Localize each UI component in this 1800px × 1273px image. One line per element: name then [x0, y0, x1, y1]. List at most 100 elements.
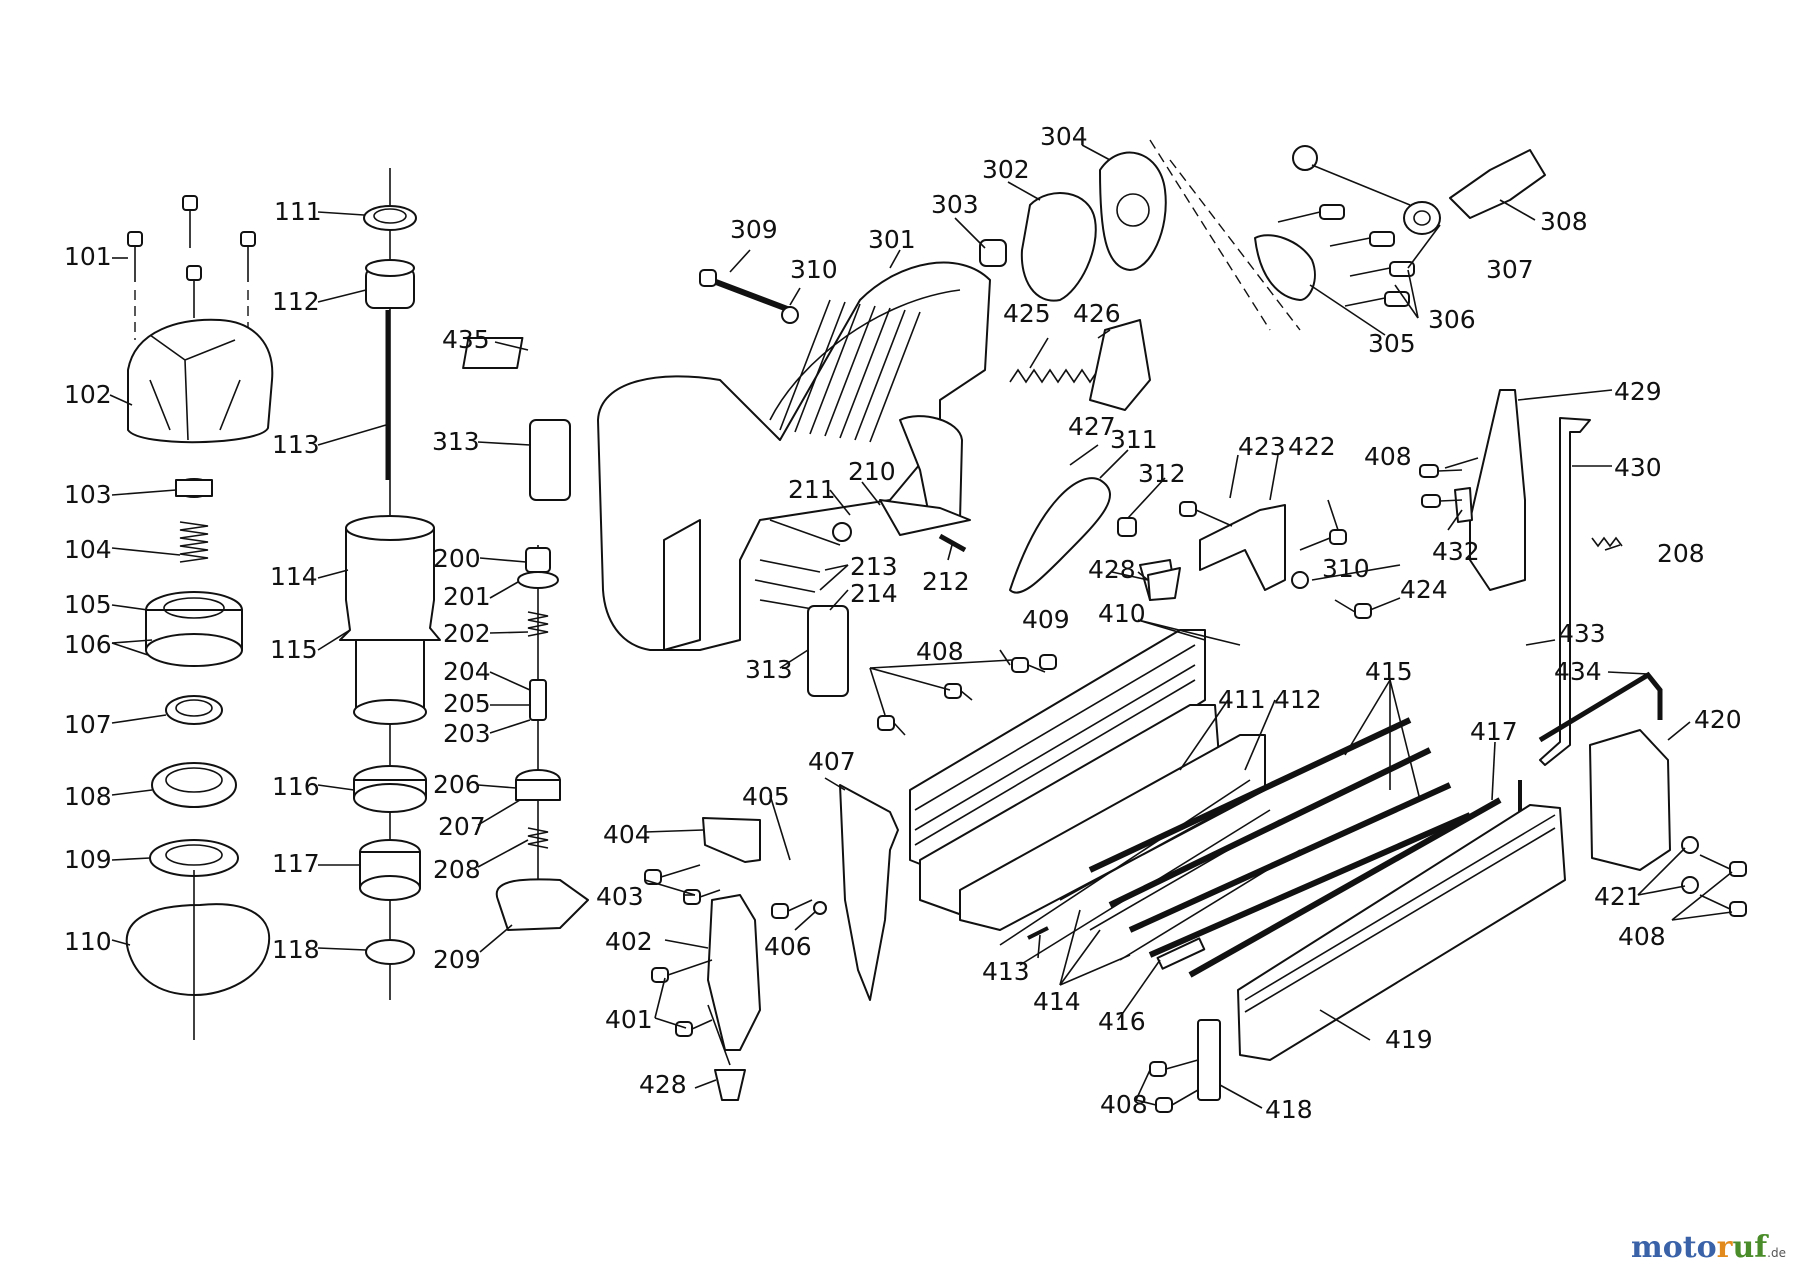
part-label-311: 311: [1110, 425, 1158, 454]
rear-fittings: [1149, 139, 1546, 331]
part-label-303: 303: [931, 190, 979, 219]
brand-watermark: motoruf.de: [1631, 1230, 1786, 1265]
part-label-113: 113: [272, 430, 320, 459]
part-label-423: 423: [1238, 432, 1286, 461]
part-label-108: 108: [64, 782, 112, 811]
part-label-410: 410: [1098, 599, 1146, 628]
part-label-101: 101: [64, 242, 112, 271]
magazine-rails: [877, 629, 1566, 1113]
adjust-lever: [1009, 477, 1111, 594]
part-label-112: 112: [272, 287, 320, 316]
part-label-401: 401: [605, 1005, 653, 1034]
part-label-103: 103: [64, 480, 112, 509]
part-label-107: 107: [64, 710, 112, 739]
part-label-118: 118: [272, 935, 320, 964]
part-label-426: 426: [1073, 299, 1121, 328]
part-label-204: 204: [443, 657, 491, 686]
part-label-308: 308: [1540, 207, 1588, 236]
part-label-430: 430: [1614, 453, 1662, 482]
part-label-421: 421: [1594, 882, 1642, 911]
part-label-405: 405: [742, 782, 790, 811]
part-label-412: 412: [1274, 685, 1322, 714]
part-label-402: 402: [605, 927, 653, 956]
part-label-424: 424: [1400, 575, 1448, 604]
part-label-106: 106: [64, 630, 112, 659]
part-label-310: 310: [790, 255, 838, 284]
part-label-418: 418: [1265, 1095, 1313, 1124]
part-label-434: 434: [1554, 657, 1602, 686]
part-label-302: 302: [982, 155, 1030, 184]
part-label-102: 102: [64, 380, 112, 409]
part-label-407: 407: [808, 747, 856, 776]
trigger-parts: [754, 499, 971, 613]
part-label-310: 310: [1322, 554, 1370, 583]
part-label-301: 301: [868, 225, 916, 254]
part-label-307: 307: [1486, 255, 1534, 284]
part-number-labels: 101 102 103 104 105 106 107 108 109 110 111 112 113 1…: [64, 122, 1742, 1124]
part-label-428: 428: [639, 1070, 687, 1099]
grip-ribs: [779, 299, 921, 443]
part-label-408: 408: [916, 637, 964, 666]
part-label-404: 404: [603, 820, 651, 849]
part-label-304: 304: [1040, 122, 1088, 151]
part-label-115: 115: [270, 635, 318, 664]
bracket-422: [1199, 504, 1286, 591]
part-label-403: 403: [596, 882, 644, 911]
part-label-116: 116: [272, 772, 320, 801]
hex-key: [1538, 671, 1663, 743]
part-label-420: 420: [1694, 705, 1742, 734]
part-label-201: 201: [443, 582, 491, 611]
part-label-205: 205: [443, 689, 491, 718]
part-label-313: 313: [432, 427, 480, 456]
part-label-209: 209: [433, 945, 481, 974]
part-label-208: 208: [1657, 539, 1705, 568]
latch-parts: [1419, 389, 1623, 832]
part-label-432: 432: [1432, 537, 1480, 566]
part-label-213: 213: [850, 552, 898, 581]
part-label-433: 433: [1558, 619, 1606, 648]
end-cap-420: [1589, 729, 1671, 871]
main-housing: [597, 151, 1167, 651]
part-label-104: 104: [64, 535, 112, 564]
part-label-114: 114: [270, 562, 318, 591]
part-label-425: 425: [1003, 299, 1051, 328]
part-label-207: 207: [438, 812, 486, 841]
part-label-419: 419: [1385, 1025, 1433, 1054]
part-label-212: 212: [922, 567, 970, 596]
part-label-408: 408: [1618, 922, 1666, 951]
part-label-414: 414: [1033, 987, 1081, 1016]
part-label-416: 416: [1098, 1007, 1146, 1036]
cap-stack-parts: [125, 195, 274, 1040]
part-label-202: 202: [443, 619, 491, 648]
gasket: [125, 903, 271, 996]
leader-lines: [109, 144, 1733, 1109]
part-label-117: 117: [272, 849, 320, 878]
valve-stack-parts: [495, 545, 589, 931]
part-label-408: 408: [1364, 442, 1412, 471]
part-label-305: 305: [1368, 329, 1416, 358]
part-label-208: 208: [433, 855, 481, 884]
part-label-422: 422: [1288, 432, 1336, 461]
part-label-417: 417: [1470, 717, 1518, 746]
part-label-206: 206: [433, 770, 481, 799]
nose-parts: [644, 784, 899, 1101]
part-label-211: 211: [788, 475, 836, 504]
part-label-309: 309: [730, 215, 778, 244]
part-label-415: 415: [1365, 657, 1413, 686]
part-label-313: 313: [745, 655, 793, 684]
part-label-411: 411: [1218, 685, 1266, 714]
part-label-406: 406: [764, 932, 812, 961]
part-label-409: 409: [1022, 605, 1070, 634]
rear-bolt: [699, 269, 799, 324]
part-label-435: 435: [442, 325, 490, 354]
part-label-312: 312: [1138, 459, 1186, 488]
part-label-306: 306: [1428, 305, 1476, 334]
part-label-105: 105: [64, 590, 112, 619]
part-label-200: 200: [433, 544, 481, 573]
part-label-110: 110: [64, 927, 112, 956]
part-label-427: 427: [1068, 412, 1116, 441]
part-label-413: 413: [982, 957, 1030, 986]
top-cap: [127, 318, 274, 444]
part-label-109: 109: [64, 845, 112, 874]
part-label-111: 111: [274, 197, 322, 226]
